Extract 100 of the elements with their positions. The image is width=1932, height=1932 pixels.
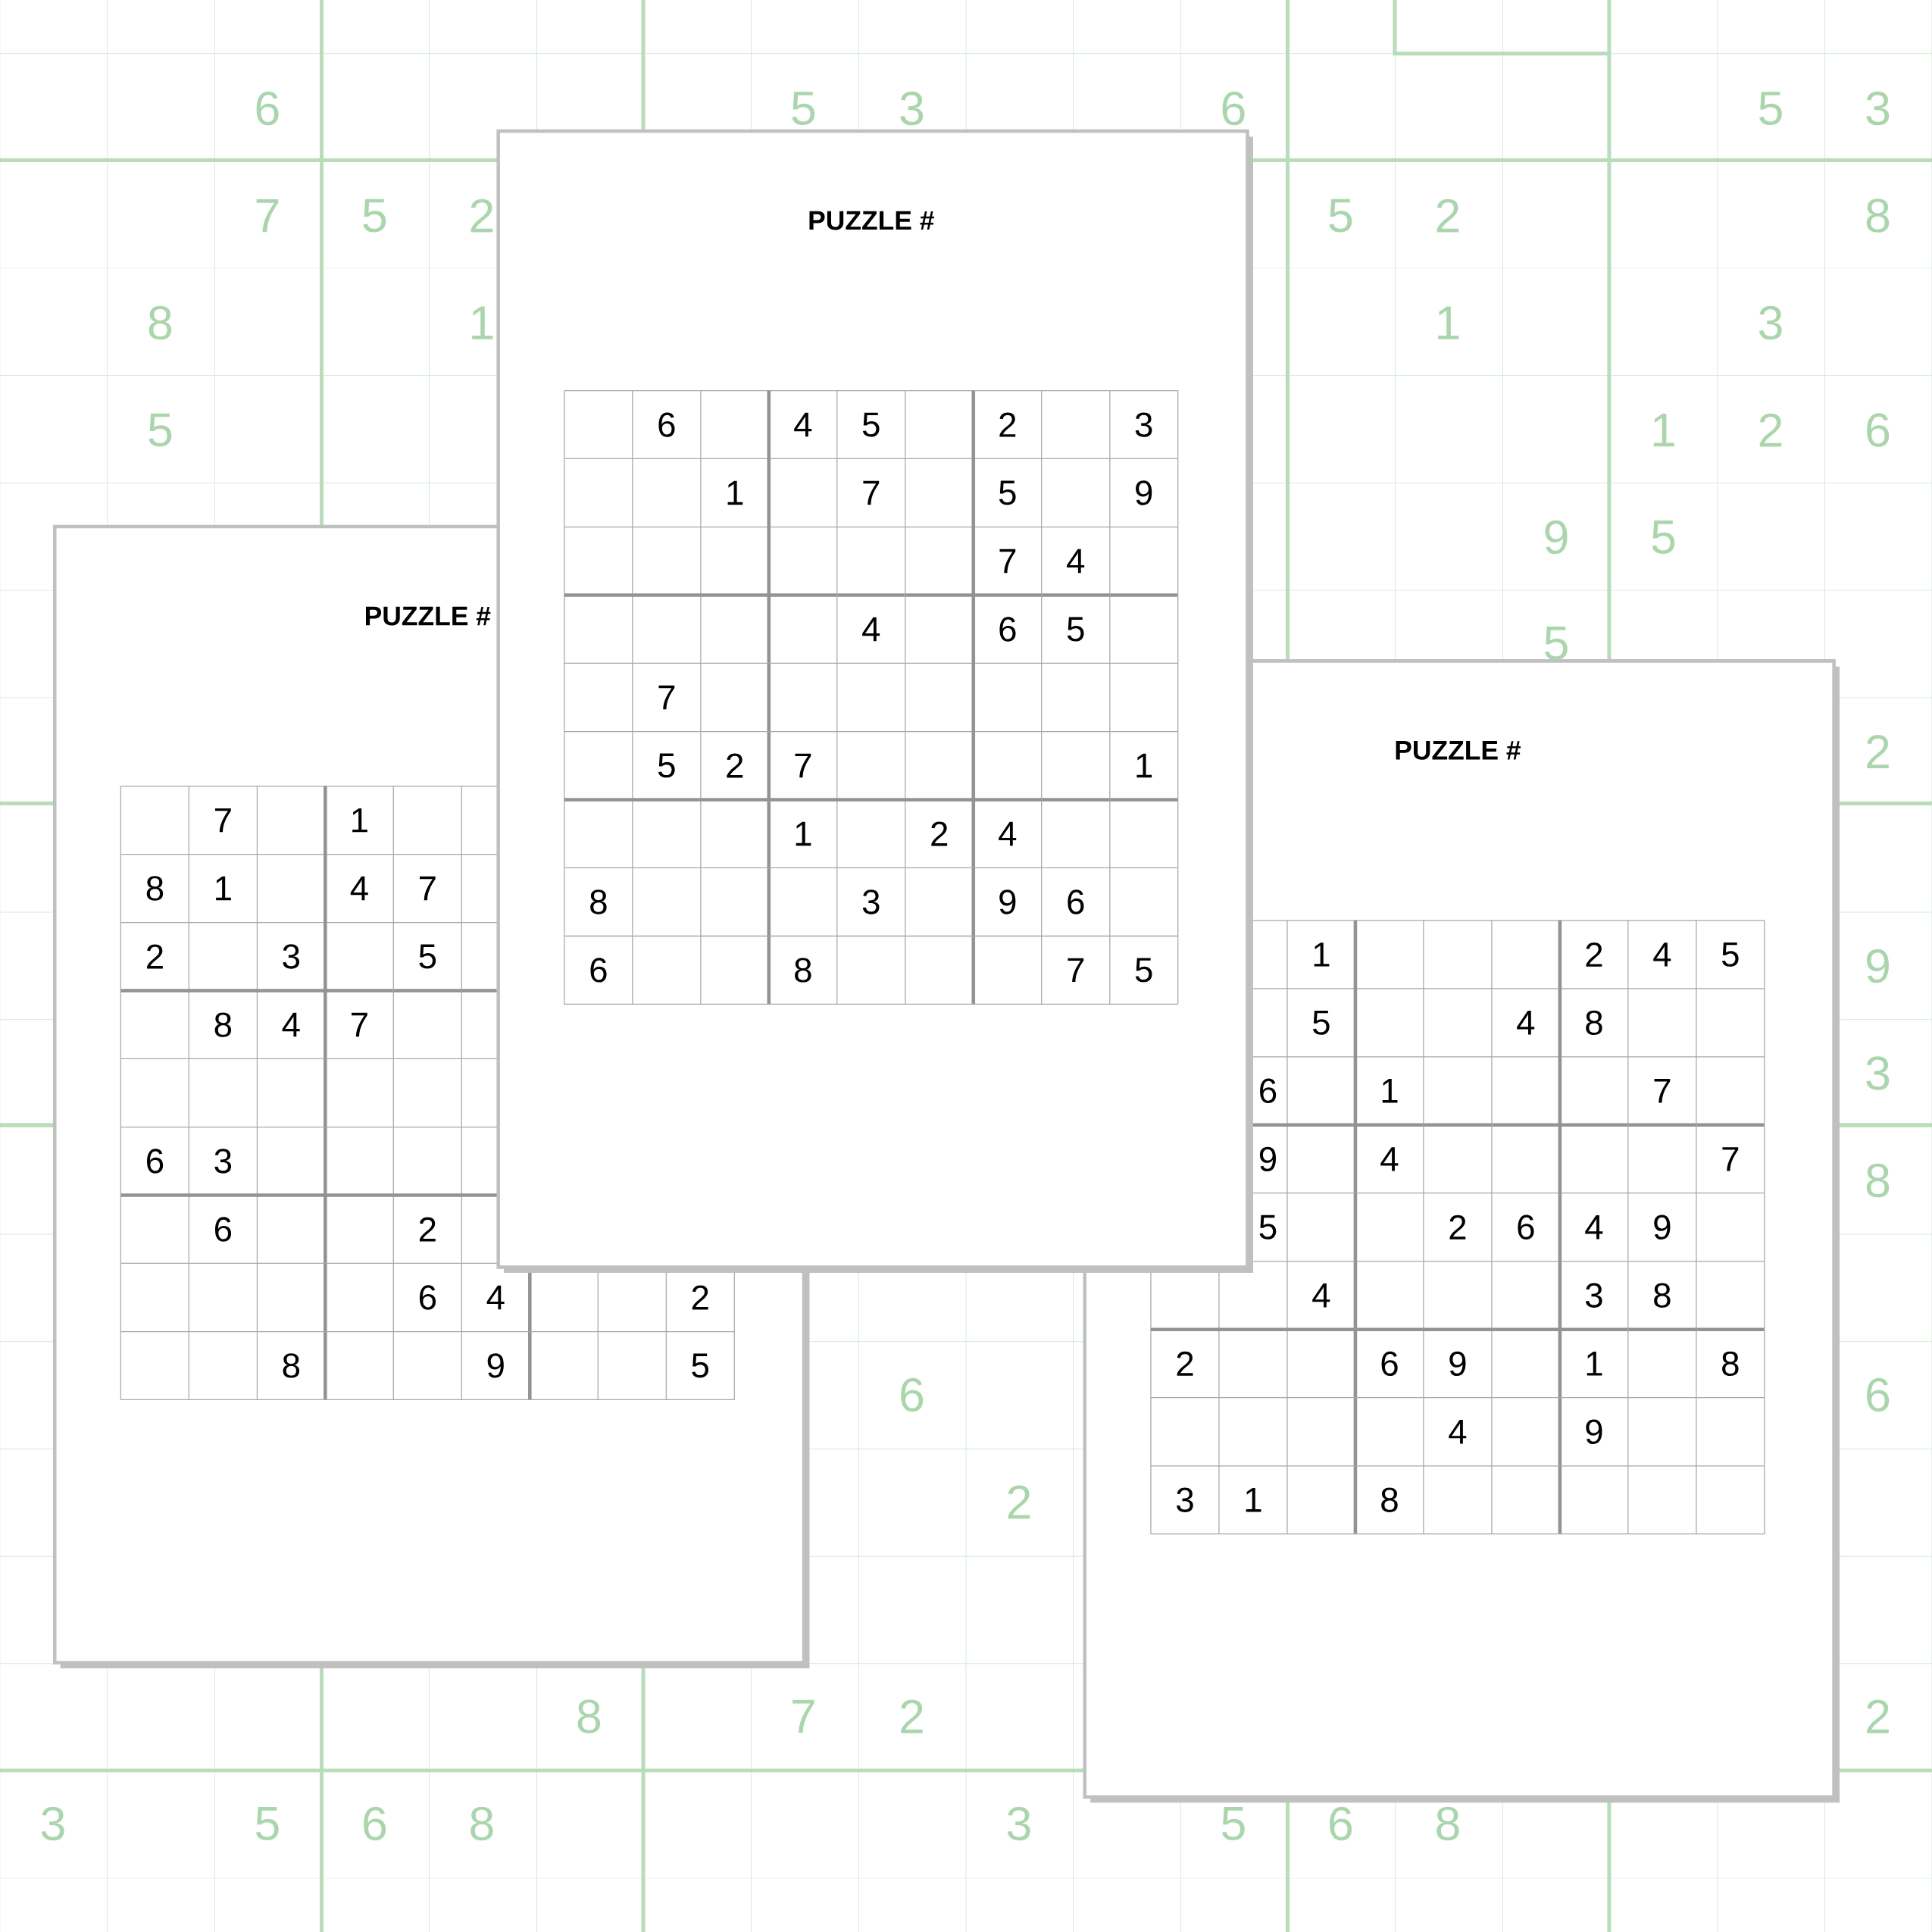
digit: 8 xyxy=(1381,1487,1398,1512)
digit: 6 xyxy=(901,1377,924,1412)
digit: 5 xyxy=(148,413,172,447)
digit: 4 xyxy=(1449,1420,1467,1444)
digit: 5 xyxy=(658,753,675,778)
digit: 7 xyxy=(658,685,675,710)
digit: 3 xyxy=(1585,1283,1602,1308)
digit: 6 xyxy=(658,412,675,437)
digit: 2 xyxy=(1586,942,1602,967)
digit: 7 xyxy=(863,480,880,505)
digit: 6 xyxy=(999,617,1016,642)
digit: 3 xyxy=(862,889,880,914)
digit: 4 xyxy=(1517,1011,1535,1035)
digit: 8 xyxy=(146,876,164,901)
digit: 7 xyxy=(999,549,1016,574)
digit: 6 xyxy=(214,1217,232,1242)
digit: 2 xyxy=(419,1217,436,1242)
digit: 1 xyxy=(1314,943,1330,967)
digit: 4 xyxy=(350,876,368,901)
digit: 6 xyxy=(1260,1078,1277,1103)
digit: 1 xyxy=(1382,1079,1398,1103)
digit: 9 xyxy=(487,1353,504,1378)
digit: 8 xyxy=(148,305,172,340)
digit: 7 xyxy=(419,876,436,901)
digit: 1 xyxy=(727,480,743,505)
digit: 7 xyxy=(792,1699,814,1733)
digit: 2 xyxy=(1759,413,1782,447)
digit: 4 xyxy=(1312,1283,1330,1308)
digit: 6 xyxy=(1518,1215,1534,1240)
digit: 2 xyxy=(1008,1485,1030,1519)
digit: 5 xyxy=(1721,942,1739,967)
digit: 3 xyxy=(41,1806,64,1841)
digit: 3 xyxy=(1758,305,1782,340)
digit: 7 xyxy=(352,1012,367,1037)
digit: 9 xyxy=(1136,480,1152,505)
digit: 7 xyxy=(1722,1147,1739,1171)
digit: 6 xyxy=(1867,413,1890,447)
digit: 4 xyxy=(282,1012,300,1037)
digit: 5 xyxy=(1329,199,1352,233)
digit: 9 xyxy=(1545,520,1568,555)
digit: 5 xyxy=(1313,1010,1330,1035)
digit: 7 xyxy=(215,808,231,833)
digit: 8 xyxy=(1654,1283,1671,1308)
digit: 4 xyxy=(1380,1147,1399,1171)
digit: 8 xyxy=(1866,199,1890,233)
digit: 3 xyxy=(1177,1487,1193,1512)
digit: 8 xyxy=(1722,1351,1739,1376)
digit: 9 xyxy=(1654,1215,1671,1240)
digit: 7 xyxy=(1654,1079,1671,1103)
digit: 5 xyxy=(1135,958,1152,983)
digit: 5 xyxy=(419,944,436,969)
digit: 8 xyxy=(1586,1010,1602,1035)
digit: 2 xyxy=(931,821,948,846)
digit: 2 xyxy=(1177,1351,1193,1376)
digit: 6 xyxy=(364,1806,386,1841)
digit: 1 xyxy=(1587,1352,1602,1376)
digit: 1 xyxy=(1246,1487,1261,1512)
digit: 4 xyxy=(1585,1215,1603,1240)
digit: 1 xyxy=(352,808,367,833)
digit: 6 xyxy=(147,1149,164,1174)
digit: 6 xyxy=(1381,1351,1398,1376)
digit: 3 xyxy=(214,1149,232,1174)
digit: 4 xyxy=(1067,549,1085,574)
digit: 3 xyxy=(1866,91,1890,126)
digit: 8 xyxy=(214,1012,232,1037)
digit: 4 xyxy=(862,617,880,642)
digit: 3 xyxy=(1007,1806,1030,1841)
digit: 5 xyxy=(1259,1215,1277,1240)
digit: 5 xyxy=(692,1353,708,1378)
digit: 4 xyxy=(999,821,1017,846)
digit: 5 xyxy=(999,480,1016,505)
digit: 1 xyxy=(1438,306,1459,339)
digit: 7 xyxy=(256,199,279,233)
digit: 1 xyxy=(216,876,231,901)
digit: 6 xyxy=(1068,889,1084,914)
digit: 6 xyxy=(590,958,607,983)
digit: 5 xyxy=(862,412,880,437)
digit: 7 xyxy=(1068,958,1084,983)
digit: 2 xyxy=(1436,199,1459,233)
digit: 2 xyxy=(727,753,743,778)
digit: 9 xyxy=(1449,1351,1466,1376)
digit: 1 xyxy=(1136,753,1152,778)
digit: 2 xyxy=(1449,1215,1466,1240)
digit: 2 xyxy=(999,412,1016,437)
digit: 2 xyxy=(147,944,163,969)
digit: 9 xyxy=(999,889,1016,914)
digit: 4 xyxy=(1653,943,1671,967)
digit: 9 xyxy=(1586,1419,1602,1444)
digit: 3 xyxy=(283,944,299,969)
digit: 8 xyxy=(590,889,607,914)
digit: 5 xyxy=(1652,521,1675,554)
digit: 6 xyxy=(256,91,279,126)
digit: 4 xyxy=(794,412,812,437)
digit: 8 xyxy=(283,1353,299,1378)
digit: 3 xyxy=(1135,412,1152,437)
digit: 2 xyxy=(692,1285,708,1310)
digit: 4 xyxy=(486,1285,505,1310)
digit: 5 xyxy=(363,199,386,233)
digit: 5 xyxy=(255,1807,279,1840)
digit: 6 xyxy=(419,1285,436,1310)
